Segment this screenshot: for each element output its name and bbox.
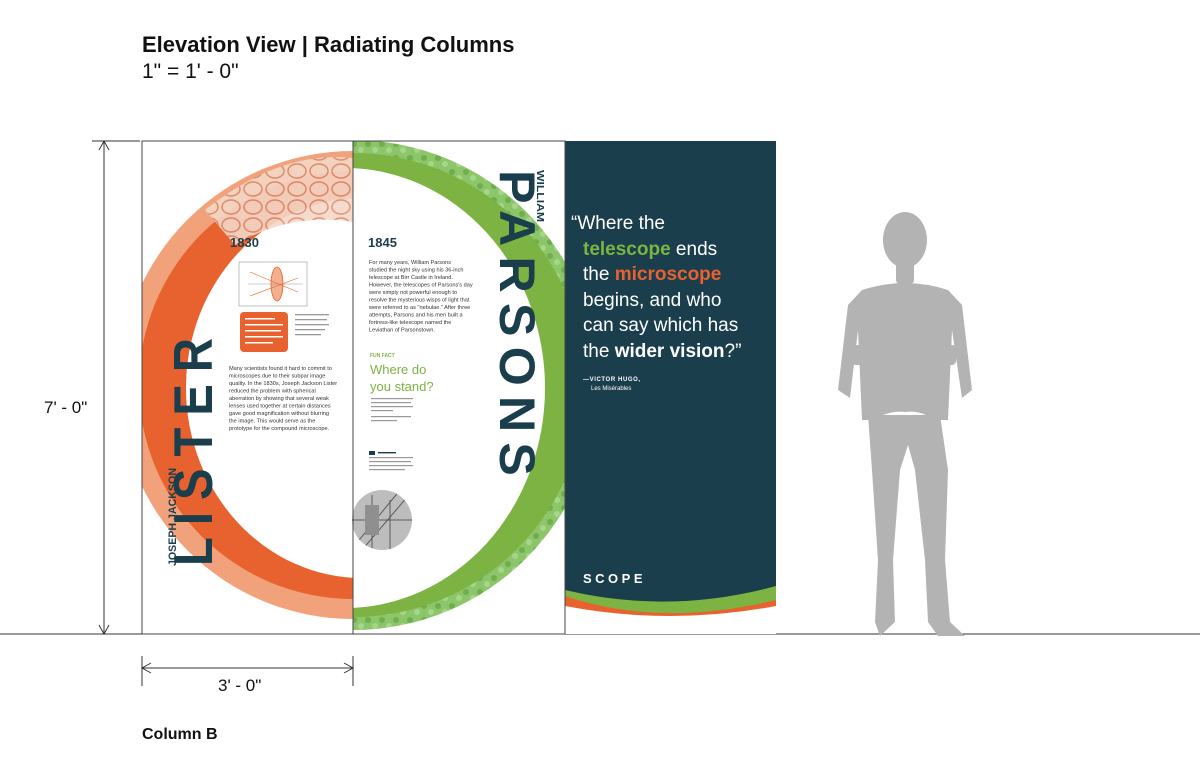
lister-last-name: LISTER: [162, 326, 224, 566]
quote-line-3: the microscope: [583, 264, 721, 285]
human-scale-figure: [838, 212, 972, 636]
height-dimension: [92, 139, 140, 636]
parsons-last-name: PARSONS: [489, 170, 545, 486]
svg-text:quality. In the 1830s, Joseph: quality. In the 1830s, Joseph Jackson Li…: [229, 381, 337, 387]
svg-text:prototype for the compound mic: prototype for the compound microscope.: [229, 426, 330, 432]
height-dimension-label: 7' - 0": [44, 398, 88, 417]
page-title: Elevation View | Radiating Columns: [142, 32, 515, 57]
width-dimension-label: 3' - 0": [218, 676, 262, 695]
lens-diagram: [238, 261, 308, 307]
parsons-first-name: WILLIAM: [534, 170, 545, 222]
svg-text:resolve the mysterious wisps o: resolve the mysterious wisps of light th…: [369, 298, 470, 304]
quote-line-5: can say which has: [583, 315, 738, 336]
svg-text:studied the night sky using hi: studied the night sky using his 36-inch: [369, 268, 464, 274]
svg-text:fortress-like telescope named: fortress-like telescope named the: [369, 320, 451, 326]
svg-text:gave good magnification withou: gave good magnification without blurring: [229, 411, 329, 417]
column-label: Column B: [142, 726, 218, 743]
svg-text:reduced the problem with spher: reduced the problem with spherical: [229, 389, 316, 395]
svg-text:aberration by showing that sev: aberration by showing that several weak: [229, 396, 329, 402]
lister-year: 1830: [230, 235, 259, 250]
svg-text:were referred to as "nebulae.": were referred to as "nebulae." After thr…: [368, 305, 470, 311]
width-dimension: [140, 656, 355, 686]
quote-source: Les Misérables: [591, 386, 631, 392]
did-you-know-block: [369, 451, 413, 471]
panel-quote: “Where the telescope ends the microscope…: [565, 141, 776, 634]
leviathan-photo: [352, 490, 412, 550]
lister-body-text: Many scientists found it hard to commit …: [229, 366, 337, 432]
svg-text:lenses used together at certai: lenses used together at certain distance…: [229, 404, 331, 410]
svg-text:However, the telescopes of Par: However, the telescopes of Parsons's day: [369, 283, 473, 289]
svg-text:microscopes due to their subpa: microscopes due to their subpar image: [229, 374, 325, 380]
svg-text:Leviathan of Parsonstown.: Leviathan of Parsonstown.: [369, 328, 435, 334]
quote-attribution: —VICTOR HUGO,: [583, 377, 641, 383]
panel-outlines: [141, 140, 566, 635]
svg-text:the image. This would serve as: the image. This would serve as the: [229, 419, 315, 425]
quote-line-4: begins, and who: [583, 290, 721, 311]
scope-logo: SCOPE: [583, 571, 646, 586]
parsons-year: 1845: [368, 235, 397, 250]
svg-text:telescope at Birr Castle in Ir: telescope at Birr Castle in Ireland.: [369, 275, 453, 281]
quote-line-6: the wider vision?”: [583, 341, 741, 362]
quote-line-1: “Where the: [571, 213, 665, 234]
lister-first-name: JOSEPH JACKSON: [167, 468, 179, 566]
fun-fact-heading-line2: you stand?: [370, 379, 434, 394]
parsons-body-text: For many years, William Parsons studied …: [368, 260, 473, 334]
fun-fact-heading-line1: Where do: [370, 362, 426, 377]
svg-text:For many years, William Parson: For many years, William Parsons: [369, 260, 451, 266]
panel-parsons: 1845 For many years, William Parsons stu…: [352, 141, 565, 634]
fun-fact-fine-print: [371, 398, 413, 422]
panel-lister: 1830 Many scientists found it hard to co…: [142, 141, 353, 634]
svg-text:were simply not powerful enoug: were simply not powerful enough to: [368, 290, 457, 296]
fun-fact-label: FUN FACT: [370, 353, 395, 359]
scale-label: 1" = 1' - 0": [142, 60, 239, 83]
quote-line-2: telescope ends: [583, 239, 717, 260]
svg-text:Many scientists found it hard: Many scientists found it hard to commit …: [229, 366, 332, 372]
svg-text:attempts, Parsons and his men: attempts, Parsons and his men built a: [369, 313, 463, 319]
